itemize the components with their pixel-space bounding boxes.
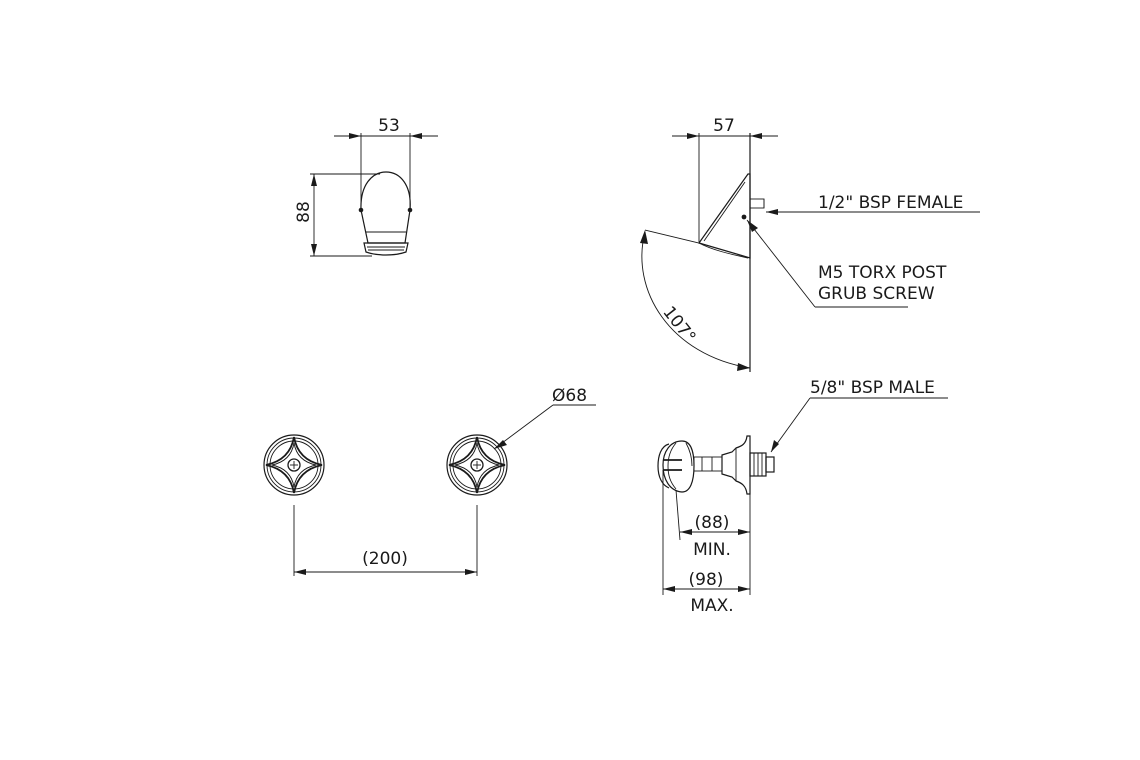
spout-side-view — [644, 133, 765, 372]
spout-front-view — [310, 133, 413, 257]
outlet-thread-label: 5/8" BSP MALE — [810, 378, 935, 398]
inlet-thread-label: 1/2" BSP FEMALE — [818, 193, 963, 213]
grub-screw-label-line2: GRUB SCREW — [818, 284, 935, 304]
dimension-min-depth: (88) MIN. — [680, 513, 750, 560]
side-width-label: 57 — [713, 116, 735, 136]
diameter-symbol: Ø — [552, 386, 565, 406]
dimension-handle-spacing: (200) — [294, 549, 477, 575]
dimension-spout-height: 88 — [294, 174, 317, 256]
callout-grub-screw: M5 TORX POST GRUB SCREW — [746, 219, 947, 308]
handle-spacing-label: (200) — [362, 549, 408, 569]
angle-label: 107° — [658, 303, 699, 348]
max-label: MAX. — [690, 596, 733, 616]
spout-height-label: 88 — [294, 201, 314, 223]
handle-left-front-view — [263, 434, 325, 576]
grub-screw-label-line1: M5 TORX POST — [818, 263, 947, 283]
handle-right-front-view — [446, 434, 508, 576]
handle-diameter-label: 68 — [565, 386, 587, 406]
handle-side-view — [657, 435, 775, 595]
dimension-max-depth: (98) MAX. — [663, 570, 750, 616]
dimension-spout-width: 53 — [334, 116, 438, 139]
max-depth-label: (98) — [689, 570, 724, 590]
min-depth-label: (88) — [695, 513, 730, 533]
dimension-angle: 107° — [640, 230, 751, 371]
dimension-side-width: 57 — [672, 116, 778, 139]
min-label: MIN. — [693, 540, 731, 560]
callout-inlet-thread: 1/2" BSP FEMALE — [766, 193, 980, 215]
dimension-handle-diameter: Ø68 — [493, 386, 596, 450]
svg-text:Ø68: Ø68 — [552, 386, 587, 406]
spout-width-label: 53 — [378, 116, 400, 136]
callout-outlet-thread: 5/8" BSP MALE — [770, 378, 948, 453]
